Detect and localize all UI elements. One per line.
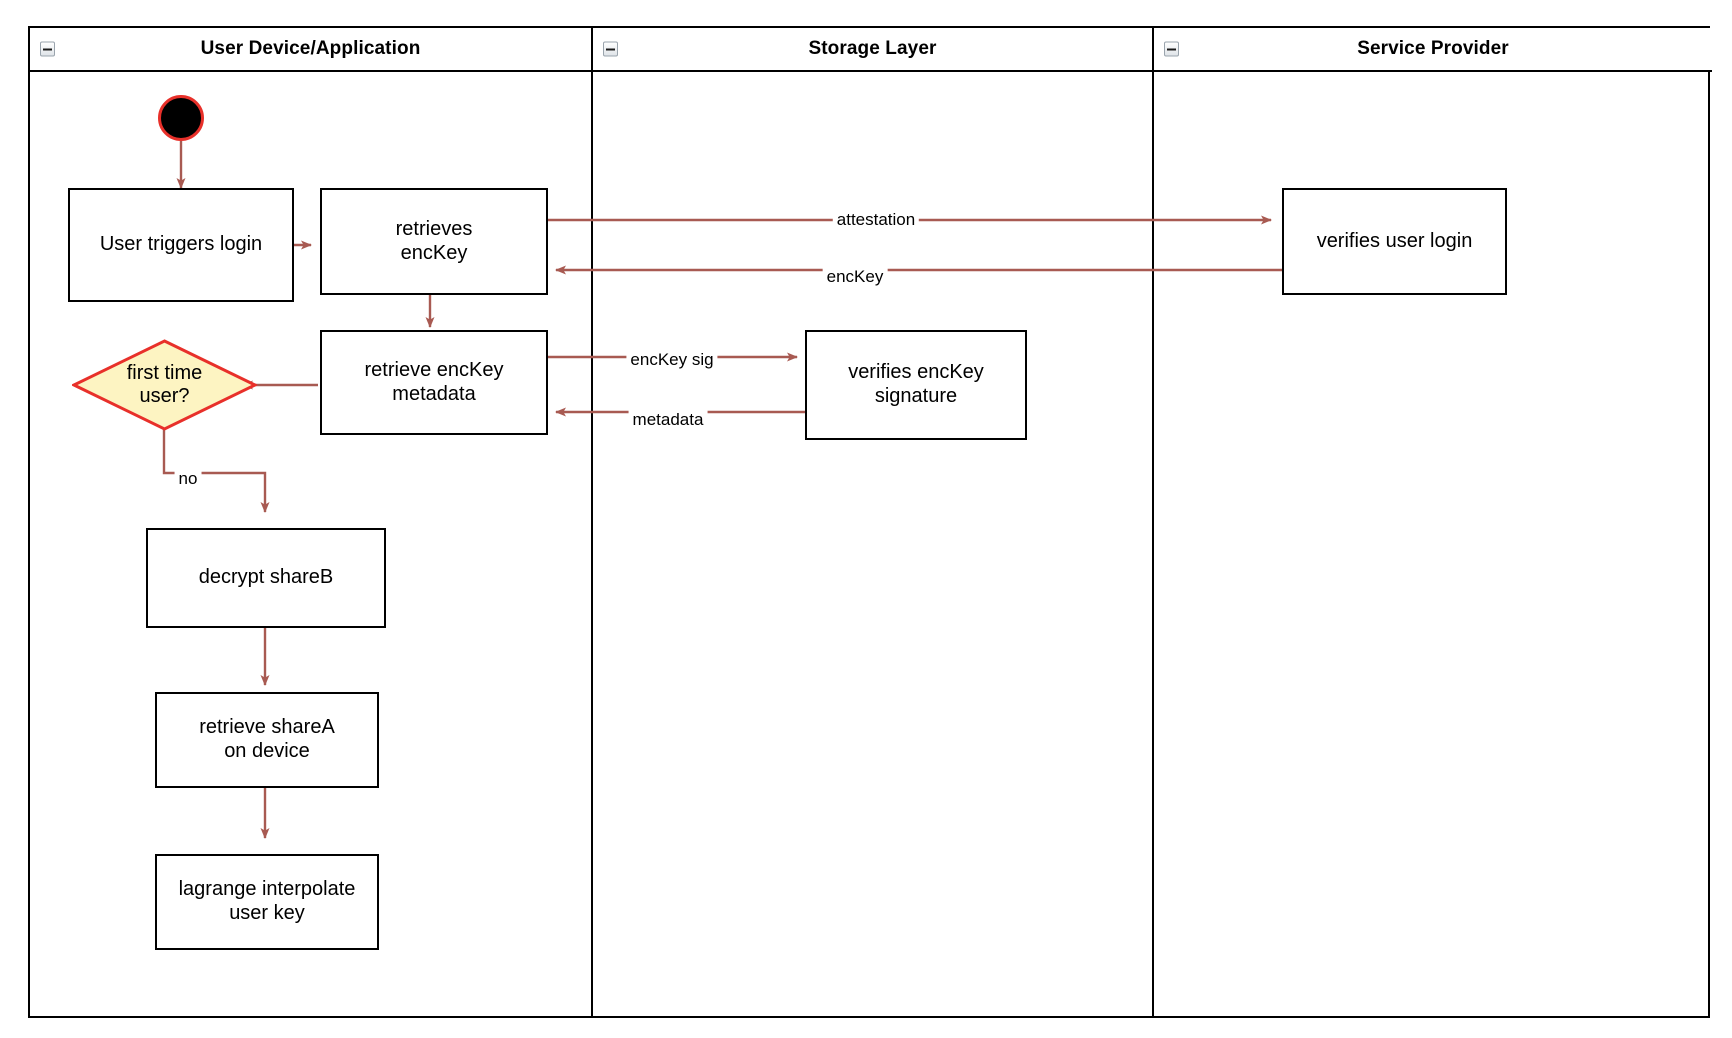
node-verifies-enckey-signature[interactable]: verifies encKey signature (805, 330, 1027, 440)
lane-storage: Storage Layer (591, 28, 1152, 1016)
edge-label-attestation: attestation (832, 210, 920, 230)
minus-box-icon[interactable] (40, 41, 55, 57)
node-label: User triggers login (99, 233, 263, 256)
node-label: decrypt shareB (198, 566, 334, 589)
lane-user-device: User Device/Application (30, 28, 591, 1016)
lane-header-user-device: User Device/Application (30, 28, 591, 72)
node-first-time-user[interactable]: first time user? (72, 339, 257, 431)
lane-title-user-device: User Device/Application (200, 38, 421, 59)
node-label: retrieves encKey (395, 217, 473, 264)
node-label: verifies user login (1316, 229, 1473, 252)
lane-header-service-provider: Service Provider (1154, 28, 1712, 72)
edge-label-metadata: metadata (628, 410, 708, 430)
edge-label-enckey-sig: encKey sig (626, 350, 718, 370)
diamond-shape (72, 339, 257, 431)
node-retrieve-enckey-metadata[interactable]: retrieve encKey metadata (320, 330, 548, 435)
node-retrieves-enckey[interactable]: retrieves encKey (320, 188, 548, 295)
minus-box-icon[interactable] (603, 41, 618, 57)
edge-label-enckey: encKey (822, 267, 888, 287)
node-verifies-user-login[interactable]: verifies user login (1282, 188, 1507, 295)
node-label: first time user? (126, 362, 203, 407)
node-label: lagrange interpolate user key (178, 878, 356, 924)
lane-title-service-provider: Service Provider (1357, 38, 1509, 59)
lane-header-storage: Storage Layer (593, 28, 1152, 72)
node-retrieve-sharea[interactable]: retrieve shareA on device (155, 692, 379, 788)
node-user-triggers-login[interactable]: User triggers login (68, 188, 294, 302)
node-label: retrieve shareA on device (199, 716, 335, 762)
start-node[interactable] (158, 95, 204, 141)
minus-box-icon[interactable] (1164, 41, 1179, 57)
edge-label-no: no (174, 469, 202, 489)
node-label: retrieve encKey metadata (364, 358, 504, 405)
node-lagrange-interpolate[interactable]: lagrange interpolate user key (155, 854, 379, 950)
lane-title-storage: Storage Layer (808, 38, 937, 59)
node-decrypt-shareb[interactable]: decrypt shareB (146, 528, 386, 628)
node-label: verifies encKey signature (848, 361, 984, 407)
lane-service-provider: Service Provider (1152, 28, 1712, 1016)
